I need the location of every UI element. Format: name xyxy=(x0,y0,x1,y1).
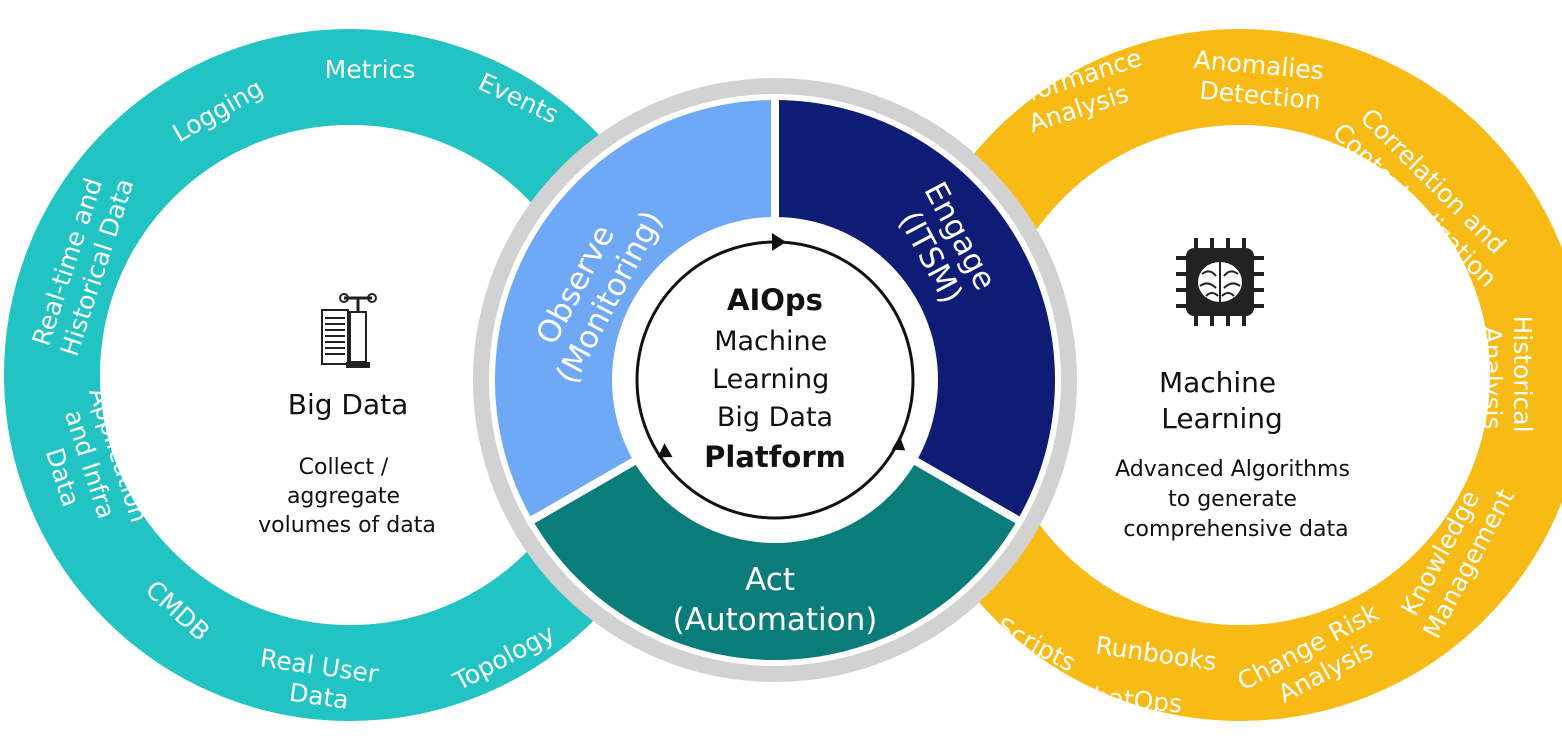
core-line-1: Machine xyxy=(714,326,827,357)
big-data-content: Big Data Collect / aggregate volumes of … xyxy=(258,293,436,538)
cycle-arrow-left xyxy=(657,443,673,458)
cycle-arrow-right xyxy=(891,435,906,451)
big-data-icon xyxy=(321,293,377,368)
big-data-desc-line-3: volumes of data xyxy=(258,513,436,538)
core-line-2: Learning xyxy=(712,364,829,395)
big-data-description: Collect / aggregate volumes of data xyxy=(258,455,436,538)
big-data-ring-inner xyxy=(100,125,600,625)
label-anomalies-detection: Anomalies Detection xyxy=(1190,45,1333,116)
ml-desc-line-3: comprehensive data xyxy=(1123,517,1348,542)
machine-learning-description: Advanced Algorithms to generate comprehe… xyxy=(1115,457,1357,542)
cycle-arrow-top xyxy=(772,233,786,251)
act-label: Act (Automation) xyxy=(673,562,878,638)
label-historical-line-1: Historical xyxy=(1508,315,1537,432)
core-footer: Platform xyxy=(704,440,846,474)
core-lines: Machine Learning Big Data xyxy=(712,326,838,433)
ml-desc-line-1: Advanced Algorithms xyxy=(1115,457,1350,482)
act-line-2: (Automation) xyxy=(673,602,878,638)
core-line-3: Big Data xyxy=(717,402,833,433)
machine-learning-title-line-2: Learning xyxy=(1161,402,1283,435)
ml-desc-line-2: to generate xyxy=(1168,487,1297,512)
core-title: AIOps xyxy=(727,283,823,317)
engage-label: Engage (ITSM) xyxy=(885,176,1008,322)
big-data-desc-line-2: aggregate xyxy=(287,484,400,509)
big-data-desc-line-1: Collect / xyxy=(299,455,389,480)
machine-learning-title: Machine Learning xyxy=(1159,366,1285,435)
machine-learning-title-line-1: Machine xyxy=(1159,366,1276,399)
label-historical-analysis: Historical Analysis xyxy=(1478,315,1537,440)
aiops-hub: Observe (Monitoring) Engage (ITSM) Act (… xyxy=(473,78,1077,682)
label-historical-line-2: Analysis xyxy=(1478,326,1507,429)
label-metrics: Metrics xyxy=(325,55,416,84)
machine-learning-content: Machine Learning Advanced Algorithms to … xyxy=(1115,238,1357,542)
label-real-user-data: Real User Data xyxy=(254,643,388,719)
big-data-title: Big Data xyxy=(288,388,409,421)
act-line-1: Act xyxy=(745,562,795,598)
ai-chip-icon xyxy=(1176,238,1264,326)
machine-learning-ring-inner xyxy=(990,125,1490,625)
hub-core xyxy=(612,217,938,543)
